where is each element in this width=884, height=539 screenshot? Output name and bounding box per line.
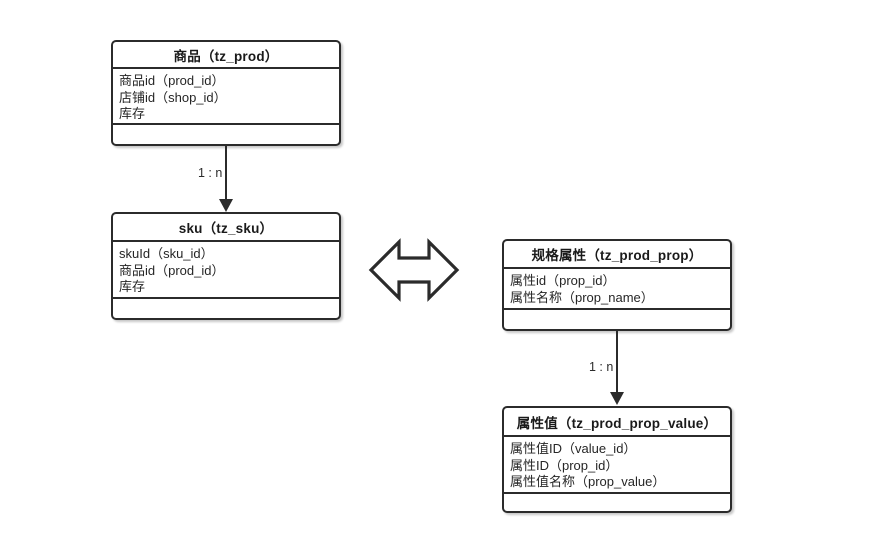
entity-operations-tz-prod-prop-value <box>504 494 730 513</box>
entity-title-tz-prod-prop: 规格属性（tz_prod_prop） <box>504 241 730 269</box>
entity-attribute-row: 属性值名称（prop_value） <box>510 474 666 489</box>
entity-tz-prod-prop[interactable]: 规格属性（tz_prod_prop） 属性id（prop_id） 属性名称（pr… <box>502 239 732 331</box>
entity-tz-prod-prop-value[interactable]: 属性值（tz_prod_prop_value） 属性值ID（value_id） … <box>502 406 732 513</box>
entity-attribute-row: 库存 <box>119 279 146 294</box>
entity-attribute-row: 店铺id（shop_id） <box>119 89 227 105</box>
entity-attribute-row: 商品id（prod_id） <box>119 262 225 278</box>
entity-operations-tz-prod <box>113 125 339 144</box>
connector-line <box>225 146 227 200</box>
entity-attribute-row: 商品id（prod_id） <box>119 73 225 88</box>
connector-prop-to-prop-value: 1 : n <box>587 331 624 407</box>
connector-arrowhead-icon <box>219 199 233 212</box>
double-headed-arrow-svg <box>368 238 460 302</box>
entity-attribute-row: 属性值ID（value_id） <box>510 441 637 456</box>
entity-attributes-tz-prod-prop: 属性id（prop_id） 属性名称（prop_name） <box>504 269 730 310</box>
entity-operations-tz-sku <box>113 299 339 318</box>
entity-tz-sku[interactable]: sku（tz_sku） skuId（sku_id） 商品id（prod_id） … <box>111 212 341 320</box>
connector-label: 1 : n <box>587 360 616 374</box>
entity-attribute-row: 属性ID（prop_id） <box>510 457 619 473</box>
connector-line <box>616 331 618 393</box>
connector-arrowhead-icon <box>610 392 624 405</box>
entity-attribute-row: 属性id（prop_id） <box>510 273 616 288</box>
entity-attributes-tz-prod-prop-value: 属性值ID（value_id） 属性ID（prop_id） 属性值名称（prop… <box>504 437 730 494</box>
entity-operations-tz-prod-prop <box>504 310 730 329</box>
entity-title-tz-sku: sku（tz_sku） <box>113 214 339 242</box>
entity-tz-prod[interactable]: 商品（tz_prod） 商品id（prod_id） 店铺id（shop_id） … <box>111 40 341 146</box>
entity-title-tz-prod-prop-value: 属性值（tz_prod_prop_value） <box>504 408 730 437</box>
entity-attributes-tz-prod: 商品id（prod_id） 店铺id（shop_id） 库存 <box>113 69 339 125</box>
entity-attribute-row: skuId（sku_id） <box>119 246 214 261</box>
connector-prod-to-sku: 1 : n <box>196 146 233 212</box>
entity-attribute-row: 属性名称（prop_name） <box>510 289 654 305</box>
connector-label: 1 : n <box>196 166 225 180</box>
entity-attributes-tz-sku: skuId（sku_id） 商品id（prod_id） 库存 <box>113 242 339 299</box>
double-headed-arrow-icon <box>368 236 460 304</box>
entity-attribute-row: 库存 <box>119 106 146 121</box>
entity-title-tz-prod: 商品（tz_prod） <box>113 42 339 69</box>
